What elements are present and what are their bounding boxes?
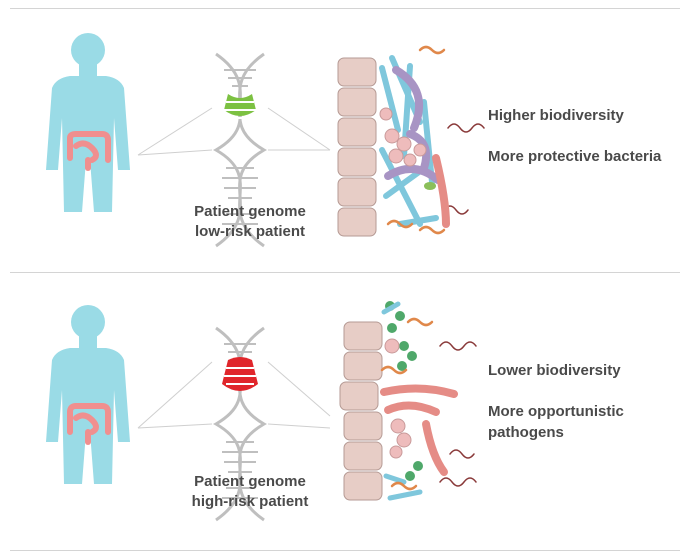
divider-top <box>10 8 680 9</box>
human-silhouette-icon <box>46 305 130 484</box>
genome-caption-high-risk: Patient genome high-risk patient <box>150 472 350 512</box>
genome-caption-line1: Patient genome <box>194 203 306 220</box>
connector-lines <box>137 107 331 156</box>
intestinal-wall-icon <box>337 57 377 237</box>
genome-caption-line2: low-risk patient <box>194 223 306 240</box>
bacteria-icon <box>379 45 485 235</box>
intestinal-wall-icon <box>339 321 383 501</box>
outcome-low-risk: Higher biodiversity More protective bact… <box>488 105 688 167</box>
outcome-text: Higher biodiversity <box>488 107 624 124</box>
outcome-text: Lower biodiversity <box>488 362 621 379</box>
panel-low-risk: Patient genome low-risk patient Higher b… <box>0 10 700 280</box>
genome-caption-low-risk: Patient genome low-risk patient <box>150 202 350 242</box>
human-silhouette-icon <box>46 33 130 212</box>
divider-middle <box>10 272 680 273</box>
panel-high-risk: Patient genome high-risk patient Lower b… <box>0 276 700 546</box>
genome-caption-line1: Patient genome <box>194 473 306 490</box>
panel-low-risk-graphic <box>46 33 485 248</box>
bacteria-icon <box>380 301 477 501</box>
divider-bottom <box>10 550 680 551</box>
outcome-text: pathogens <box>488 424 564 441</box>
dna-helix-icon <box>213 326 267 522</box>
genome-caption-line2: high-risk patient <box>191 493 309 510</box>
outcome-high-risk: Lower biodiversity More opportunistic pa… <box>488 360 688 443</box>
outcome-text: More protective bacteria <box>488 148 662 165</box>
connector-lines <box>137 361 331 429</box>
panel-high-risk-graphic <box>46 301 477 522</box>
dna-helix-icon <box>213 52 267 248</box>
outcome-text: More opportunistic <box>488 403 624 420</box>
intestine-icon <box>67 403 111 445</box>
intestine-icon <box>67 131 111 171</box>
